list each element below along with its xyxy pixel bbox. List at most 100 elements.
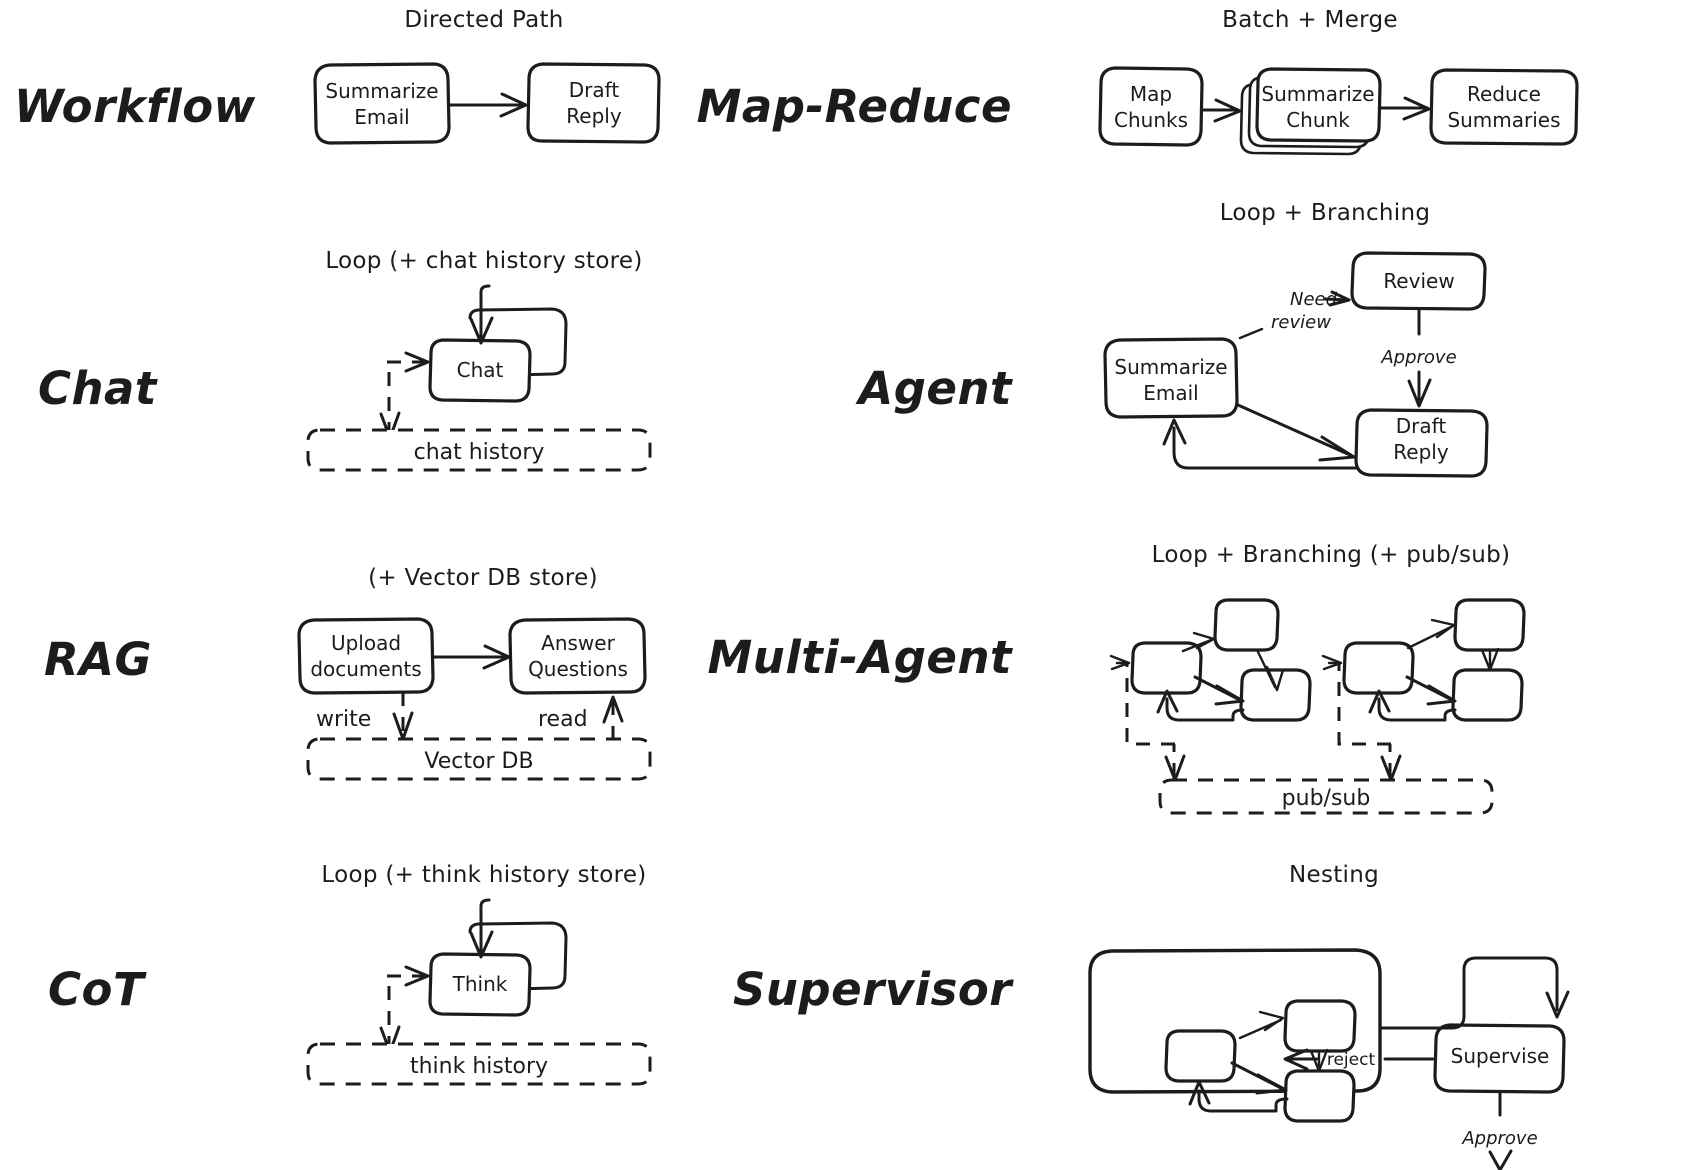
node-b-right	[1451, 668, 1524, 722]
store-pub-sub-label: pub/sub	[1282, 786, 1371, 811]
panel-multi-agent: Multi-Agent Loop + Branching (+ pub/sub)	[708, 542, 1526, 815]
arrowhead	[1545, 990, 1570, 1019]
arrowhead	[1318, 435, 1356, 462]
edge-supervise-approve-label: Approve	[1461, 1128, 1537, 1149]
caption-batch-merge: Batch + Merge	[1222, 7, 1398, 33]
node-map-chunks-line2: Chunks	[1114, 108, 1188, 132]
store-vector-db-label: Vector DB	[424, 749, 533, 774]
row-label-workflow: Workflow	[14, 80, 256, 133]
node-a-right	[1239, 668, 1312, 722]
node-summarize-email-line1: Summarize	[325, 79, 438, 103]
panel-chat: Chat Loop (+ chat history store) Chat ch…	[38, 248, 652, 472]
node-supervise	[1433, 1023, 1566, 1094]
chat-self-loop	[479, 284, 491, 342]
node-b-top	[1453, 598, 1526, 652]
node-reduce-summaries-line2: Summaries	[1447, 108, 1560, 132]
arrowhead	[1426, 684, 1457, 706]
edge-b-dashed-left	[1337, 664, 1391, 746]
chat-loop-back-shape	[468, 307, 568, 377]
node-agent-summarize-email-line1: Summarize	[1114, 355, 1227, 379]
caption-rag-vector-db: (+ Vector DB store)	[368, 565, 598, 591]
caption-chat-loop: Loop (+ chat history store)	[325, 248, 642, 274]
panel-cot: CoT Loop (+ think history store) Think t…	[48, 862, 652, 1086]
arrowhead	[1213, 98, 1242, 123]
row-label-rag: RAG	[44, 633, 152, 686]
store-think-history-label: think history	[410, 1054, 548, 1079]
edge-a-right-back	[1165, 697, 1245, 722]
row-label-chat: Chat	[38, 362, 158, 415]
node-sup-top	[1283, 999, 1357, 1053]
edge-need-review-stub	[1238, 327, 1264, 340]
node-agent-review	[1350, 251, 1487, 311]
arrowhead	[602, 695, 624, 724]
node-draft-reply-line1: Draft	[569, 78, 620, 102]
store-vector-db	[306, 737, 652, 781]
panel-supervisor: Supervisor Nesting Supervise	[733, 862, 1570, 1170]
arrowhead	[1214, 684, 1245, 706]
edge-approve-label: Approve	[1380, 347, 1456, 368]
arrowhead	[469, 316, 494, 345]
arrowhead	[1430, 618, 1456, 639]
node-answer-questions-line1: Answer	[541, 631, 615, 655]
caption-agent-loop-branching: Loop + Branching	[1220, 200, 1431, 226]
node-agent-summarize-email-line2: Email	[1143, 381, 1199, 405]
node-chat	[428, 338, 532, 403]
node-summarize-chunk	[1255, 67, 1382, 143]
edge-b-left-top	[1406, 625, 1453, 650]
arrowhead	[1265, 665, 1285, 692]
edge-sup-right-back	[1197, 1089, 1289, 1113]
multiagent-subgraph-a	[1109, 598, 1312, 782]
node-reduce-summaries-line1: Reduce	[1467, 82, 1541, 106]
node-b-left	[1342, 641, 1415, 695]
arrowhead	[1480, 647, 1500, 672]
group-nested-subgraph	[1088, 948, 1382, 1094]
arrowhead	[1156, 689, 1179, 714]
arrowhead	[1188, 1080, 1211, 1106]
node-think-label: Think	[452, 972, 508, 996]
cot-self-loop	[479, 898, 491, 956]
arrowhead	[499, 92, 528, 118]
node-map-chunks-line1: Map	[1130, 82, 1172, 106]
arrowhead	[482, 644, 511, 670]
edge-a-dashed-left	[1125, 664, 1175, 746]
edge-draft-back-to-summarize	[1172, 426, 1358, 470]
store-think-history	[306, 1042, 652, 1086]
panel-workflow: Workflow Directed Path Summarize Email D…	[14, 7, 661, 145]
node-agent-draft-reply	[1354, 408, 1489, 478]
arrowhead	[1283, 1048, 1309, 1071]
caption-directed-path: Directed Path	[404, 7, 563, 33]
node-upload-documents-line2: documents	[310, 657, 421, 681]
node-sup-right	[1283, 1069, 1356, 1123]
store-chat-history	[306, 428, 652, 472]
edge-read-label: read	[538, 707, 588, 732]
panel-rag: RAG (+ Vector DB store) Upload documents…	[44, 565, 652, 781]
cot-loop-back-shape	[468, 921, 568, 991]
edge-need-review-line1: Need	[1290, 289, 1338, 310]
arrowhead	[1258, 1010, 1285, 1032]
row-label-map-reduce: Map-Reduce	[697, 80, 1012, 133]
node-think	[428, 952, 532, 1017]
caption-multiagent: Loop + Branching (+ pub/sub)	[1152, 542, 1511, 568]
arrowhead	[1192, 631, 1216, 650]
node-upload-documents	[297, 617, 435, 695]
node-a-top	[1213, 598, 1280, 652]
node-agent-review-label: Review	[1383, 269, 1454, 293]
node-agent-draft-reply-line1: Draft	[1396, 414, 1447, 438]
arrowhead	[1407, 378, 1432, 408]
node-summarize-email-line2: Email	[354, 105, 410, 129]
edge-reject-label: reject	[1327, 1050, 1376, 1070]
store-pub-sub	[1158, 778, 1494, 815]
arrowhead	[1255, 1073, 1288, 1095]
node-upload-documents-line1: Upload	[331, 631, 401, 655]
node-answer-questions-line2: Questions	[528, 657, 628, 681]
edge-write-label: write	[316, 707, 371, 732]
arrowhead	[469, 930, 494, 959]
arrowhead	[1162, 418, 1187, 446]
node-answer-questions	[508, 617, 647, 695]
edge-need-review-line2: review	[1271, 312, 1331, 333]
row-label-multi-agent: Multi-Agent	[708, 631, 1013, 684]
row-label-cot: CoT	[48, 963, 147, 1016]
node-reduce-summaries	[1429, 68, 1579, 146]
node-draft-reply-line2: Reply	[566, 104, 622, 128]
node-summarize-chunk-line1: Summarize	[1261, 82, 1374, 106]
